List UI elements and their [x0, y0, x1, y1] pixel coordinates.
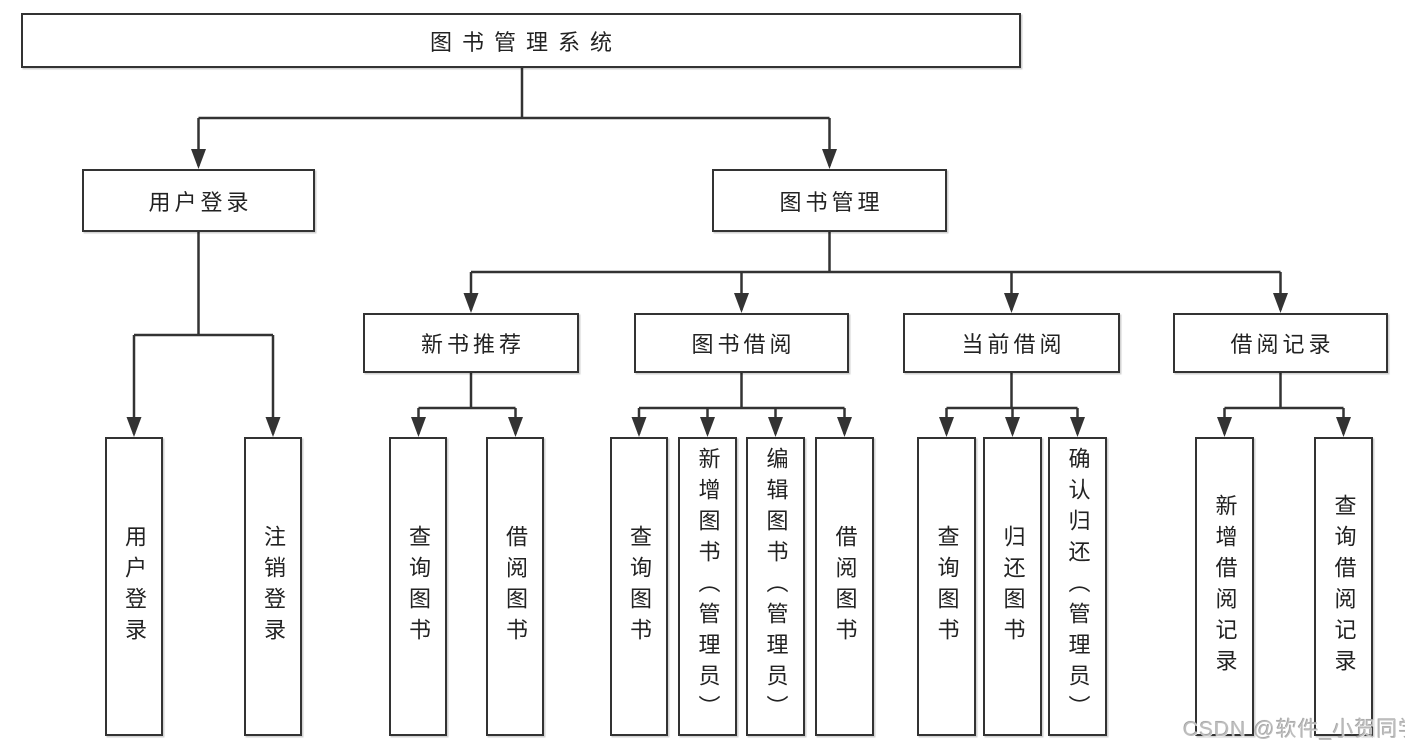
leaf-borrow-borrow-books: 借阅图书 — [815, 437, 874, 736]
leaf-records-add-record: 新增借阅记录 — [1195, 437, 1254, 736]
leaf-borrow-edit-books-admin: 编辑图书（管理员） — [746, 437, 805, 736]
leaf-borrow-query-books: 查询图书 — [610, 437, 668, 736]
leaf-label: 确认归还（管理员） — [1065, 447, 1091, 726]
leaf-label: 新增借阅记录 — [1212, 493, 1238, 680]
leaf-label: 编辑图书（管理员） — [763, 447, 789, 726]
leaf-current-return-books: 归还图书 — [983, 437, 1042, 736]
csdn-watermark: CSDN @软件_小贺同学 — [1183, 718, 1405, 741]
node-borrow-records-label: 借阅记录 — [1230, 332, 1335, 357]
node-root-label: 图书管理系统 — [429, 29, 622, 55]
node-book-mgmt: 图书管理 — [712, 169, 947, 232]
leaf-label: 查询借阅记录 — [1331, 493, 1357, 680]
node-borrow-records: 借阅记录 — [1173, 313, 1388, 373]
leaf-rec-query-books: 查询图书 — [389, 437, 447, 736]
node-new-book-rec-label: 新书推荐 — [420, 332, 525, 357]
leaf-label: 借阅图书 — [832, 524, 858, 649]
leaf-user-login-do-login: 用户登录 — [105, 437, 163, 736]
leaf-label: 归还图书 — [1000, 524, 1026, 649]
node-book-borrow: 图书借阅 — [634, 313, 849, 373]
leaf-label: 查询图书 — [934, 524, 960, 649]
node-user-login: 用户登录 — [82, 169, 315, 232]
leaf-current-confirm-return-admin: 确认归还（管理员） — [1048, 437, 1107, 736]
node-book-mgmt-label: 图书管理 — [779, 189, 884, 215]
node-current-borrow: 当前借阅 — [903, 313, 1120, 373]
node-book-borrow-label: 图书借阅 — [691, 332, 796, 357]
leaf-label: 查询图书 — [406, 524, 431, 649]
leaf-borrow-add-books-admin: 新增图书（管理员） — [678, 437, 737, 736]
leaf-current-query-books: 查询图书 — [917, 437, 976, 736]
node-user-login-label: 用户登录 — [148, 189, 253, 215]
leaf-records-query-record: 查询借阅记录 — [1314, 437, 1373, 736]
node-current-borrow-label: 当前借阅 — [961, 332, 1066, 357]
leaf-label: 借阅图书 — [503, 524, 528, 649]
leaf-user-login-logout: 注销登录 — [244, 437, 302, 736]
leaf-rec-borrow-books: 借阅图书 — [486, 437, 544, 736]
node-root: 图书管理系统 — [21, 13, 1021, 68]
leaf-label: 查询图书 — [627, 524, 652, 649]
leaf-label: 新增图书（管理员） — [695, 447, 721, 726]
arrowhead-icons — [126, 149, 1351, 437]
leaf-label: 用户登录 — [122, 524, 147, 649]
leaf-label: 注销登录 — [261, 524, 286, 649]
node-new-book-rec: 新书推荐 — [363, 313, 579, 373]
